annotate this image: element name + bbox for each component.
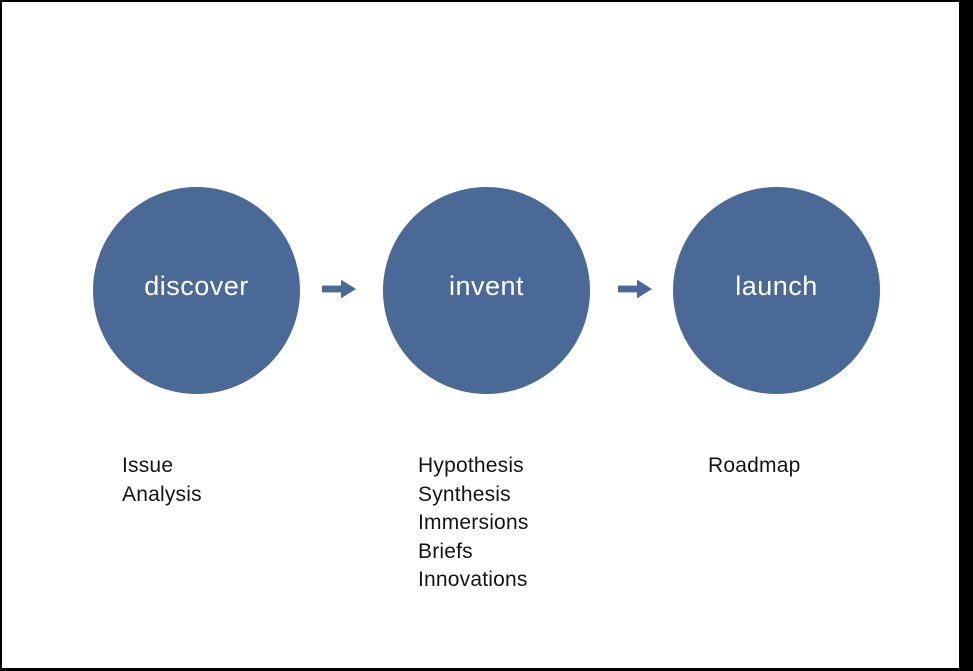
list-item: Issue <box>122 454 174 477</box>
stage-items-launch: Roadmap <box>708 452 800 481</box>
list-item: Synthesis <box>418 482 511 506</box>
right-arrow-icon <box>322 279 356 299</box>
right-arrow-icon <box>618 279 652 299</box>
stage-label-discover: discover <box>144 271 249 301</box>
stage-circle-discover: discover <box>93 187 300 394</box>
stage-circle-launch: launch <box>673 187 880 394</box>
list-item: Hypothesis <box>418 454 524 477</box>
list-item: Analysis <box>122 482 202 506</box>
stage-circle-invent: invent <box>383 187 590 394</box>
list-item: Innovations <box>418 568 528 592</box>
list-item: Roadmap <box>708 454 801 477</box>
stage-items-invent: Hypothesis Synthesis Immersions Briefs I… <box>418 452 529 595</box>
stage-label-launch: launch <box>735 271 818 301</box>
stage-items-discover: Issue Analysis <box>122 452 202 509</box>
list-item: Briefs <box>418 539 473 563</box>
list-item: Immersions <box>418 511 529 535</box>
stage-label-invent: invent <box>448 271 525 301</box>
